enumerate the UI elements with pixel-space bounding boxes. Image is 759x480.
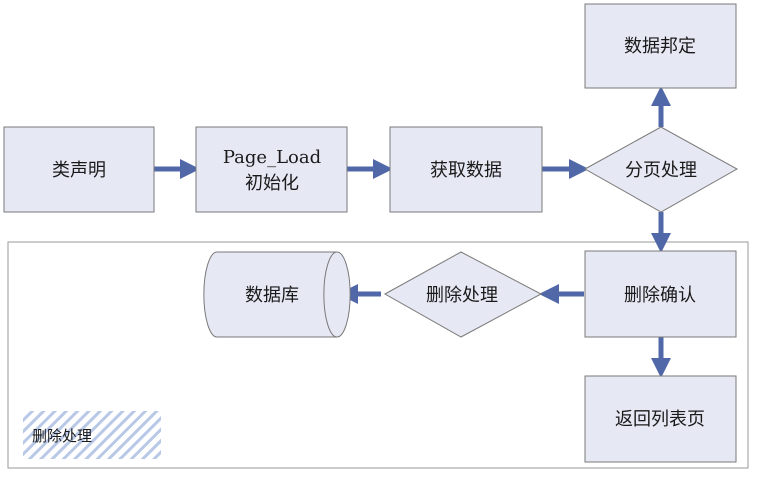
node-get-data: 获取数据 (389, 126, 543, 213)
get-data-label: 获取数据 (430, 160, 502, 181)
legend: 删除处理 (23, 411, 161, 459)
return-list-box (584, 375, 737, 463)
node-database: 数据库 (203, 251, 351, 338)
page-load-box (195, 126, 348, 213)
paging-diamond (583, 126, 739, 213)
delete-confirm-label: 删除确认 (624, 285, 696, 306)
node-paging: 分页处理 (583, 126, 739, 213)
delete-section-frame (7, 241, 749, 469)
node-class-decl: 类声明 (3, 126, 155, 213)
legend-swatch (23, 411, 161, 459)
return-list-label: 返回列表页 (615, 409, 705, 430)
data-binding-label: 数据邦定 (624, 36, 696, 57)
node-data-binding: 数据邦定 (584, 3, 737, 89)
get-data-box (389, 126, 543, 213)
node-delete-confirm: 删除确认 (584, 250, 737, 338)
database-cylinder-edge (323, 251, 338, 338)
page-load-label-line2: 初始化 (245, 173, 299, 194)
paging-label: 分页处理 (625, 160, 697, 181)
data-binding-box (584, 3, 737, 89)
page-load-label-line1: Page_Load (223, 147, 321, 168)
delete-confirm-box (584, 250, 737, 338)
class-decl-box (3, 126, 155, 213)
node-page-load: Page_Load 初始化 (195, 126, 348, 213)
legend-label: 删除处理 (32, 427, 92, 445)
connectors (153, 85, 671, 379)
class-decl-label: 类声明 (52, 160, 106, 181)
node-return-list: 返回列表页 (584, 375, 737, 463)
delete-process-diamond (383, 251, 543, 338)
node-delete-process: 删除处理 (383, 251, 543, 338)
database-label: 数据库 (245, 285, 299, 306)
delete-process-label: 删除处理 (426, 285, 498, 306)
